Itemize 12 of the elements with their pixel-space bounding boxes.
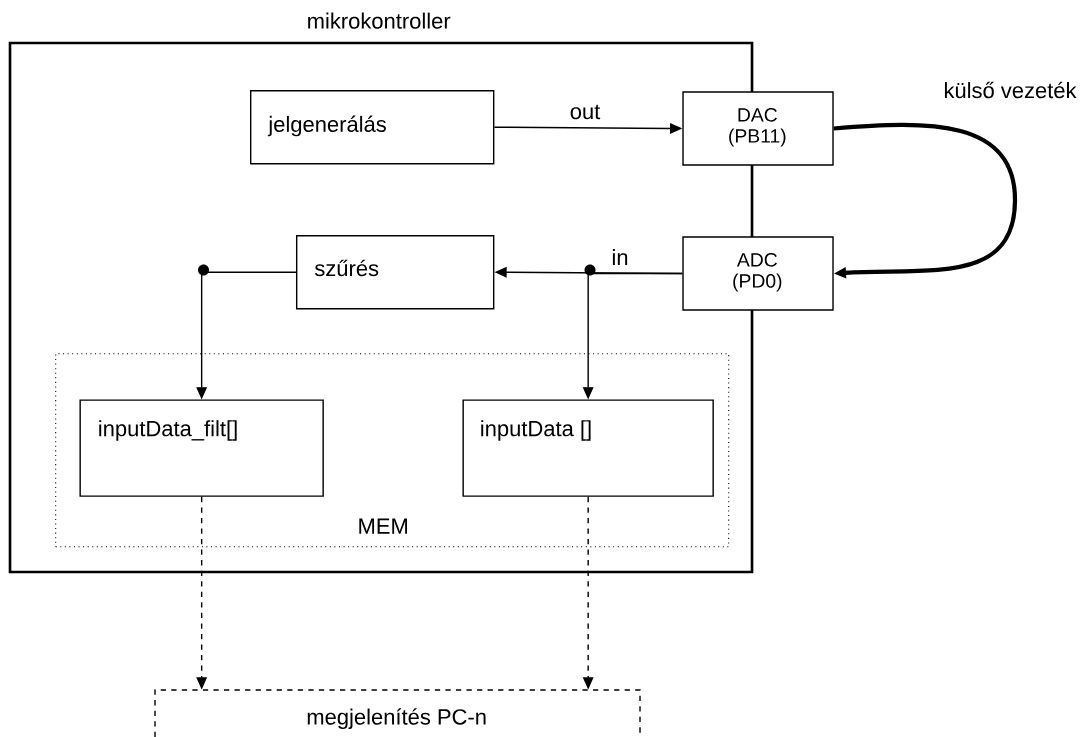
edge-label: in bbox=[609, 247, 631, 267]
process-box: jelgenerálás bbox=[250, 90, 495, 165]
port-box: ADC (PD0) bbox=[682, 236, 834, 311]
edge-label: out bbox=[568, 103, 603, 121]
array-box: inputData_filt[] bbox=[79, 399, 324, 497]
node-label: mikrokontroller bbox=[308, 12, 451, 29]
edge-label: külső vezeték bbox=[941, 80, 1079, 100]
array-box: inputData [] bbox=[462, 399, 714, 497]
process-box: szűrés bbox=[296, 235, 495, 310]
port-box: DAC (PB11) bbox=[682, 91, 834, 166]
display-box: megjelenítés PC-n bbox=[154, 689, 641, 737]
wire bbox=[833, 122, 1018, 279]
